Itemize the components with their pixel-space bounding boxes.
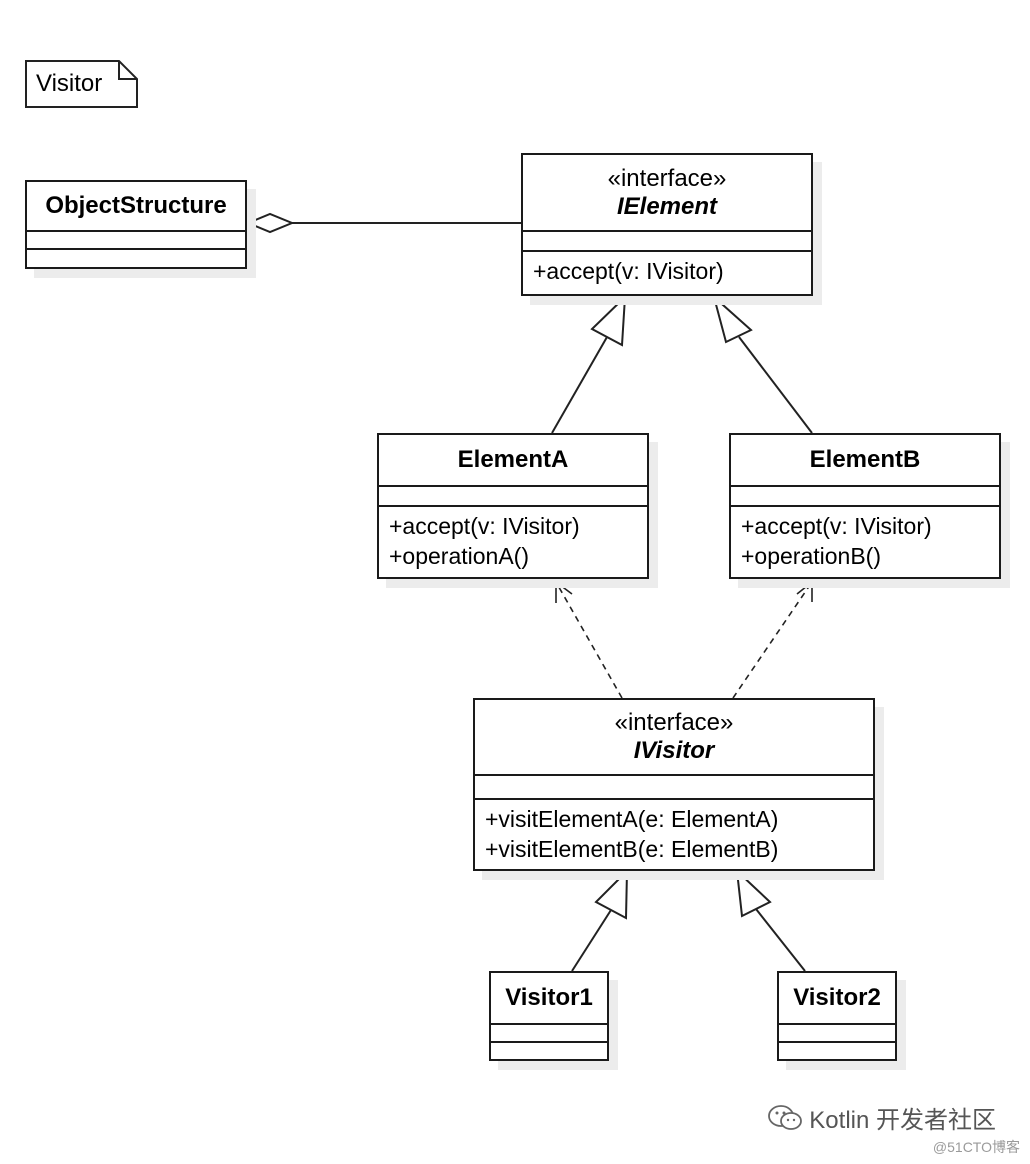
operations-compartment: +accept(v: IVisitor)	[523, 252, 811, 286]
operations-compartment	[27, 250, 245, 267]
class-name: IElement	[616, 192, 718, 220]
watermark-label: Kotlin 开发者社区	[809, 1107, 996, 1134]
class-header: ElementA	[379, 435, 647, 487]
dependency-ivisitor-elementa	[555, 580, 623, 699]
realization-arrowhead	[712, 294, 753, 344]
class-elementb: ElementB +accept(v: IVisitor) +operation…	[729, 433, 1001, 579]
operation: +operationA()	[389, 543, 529, 569]
operation: +accept(v: IVisitor)	[533, 258, 724, 284]
class-header: «interface» IVisitor	[475, 700, 873, 776]
operation: +operationB()	[741, 543, 881, 569]
class-name: IVisitor	[633, 737, 715, 764]
interface-ivisitor: «interface» IVisitor +visitElementA(e: E…	[473, 698, 875, 871]
source-credit: @51CTO博客	[932, 1139, 1020, 1155]
class-name: ElementA	[457, 446, 569, 473]
class-header: Visitor1	[491, 973, 607, 1025]
attributes-compartment	[27, 232, 245, 250]
operations-compartment: +accept(v: IVisitor) +operationB()	[731, 507, 999, 571]
interface-ielement: «interface» IElement +accept(v: IVisitor…	[521, 153, 813, 296]
attributes-compartment	[523, 232, 811, 252]
attributes-compartment	[475, 776, 873, 800]
attributes-compartment	[379, 487, 647, 507]
operation: +accept(v: IVisitor)	[389, 513, 580, 539]
class-header: «interface» IElement	[523, 155, 811, 232]
class-elementa: ElementA +accept(v: IVisitor) +operation…	[377, 433, 649, 579]
aggregation-diamond	[245, 212, 295, 234]
stereotype-label: «interface»	[614, 709, 734, 736]
operation: +visitElementB(e: ElementB)	[485, 836, 779, 862]
operation: +visitElementA(e: ElementA)	[485, 806, 779, 832]
realization-elementa-ielement	[551, 294, 627, 434]
note-fold-icon	[25, 60, 138, 108]
operations-compartment: +visitElementA(e: ElementA) +visitElemen…	[475, 800, 873, 864]
realization-arrowhead	[590, 294, 627, 347]
attributes-compartment	[491, 1025, 607, 1043]
class-name: ObjectStructure	[45, 192, 227, 219]
operations-compartment	[779, 1043, 895, 1059]
attributes-compartment	[779, 1025, 895, 1043]
operations-compartment	[491, 1043, 607, 1059]
realization-visitor1-ivisitor	[571, 868, 629, 972]
attributes-compartment	[731, 487, 999, 507]
class-name: ElementB	[809, 446, 921, 473]
dependency-ivisitor-elementb	[732, 580, 813, 699]
class-header: ObjectStructure	[27, 182, 245, 232]
class-name: Visitor1	[505, 984, 593, 1011]
operation: +accept(v: IVisitor)	[741, 513, 932, 539]
realization-visitor2-ivisitor	[735, 868, 806, 972]
realization-arrowhead	[735, 868, 772, 918]
wechat-icon	[768, 1104, 803, 1130]
class-visitor2: Visitor2	[777, 971, 897, 1061]
realization-elementb-ielement	[712, 294, 813, 434]
watermark: Kotlin 开发者社区	[767, 1100, 996, 1135]
note-label: Visitor	[36, 70, 103, 97]
stereotype-label: «interface»	[607, 164, 727, 192]
diagram-note: Visitor	[25, 60, 138, 108]
aggregation-objectstructure-ielement	[245, 212, 522, 234]
operations-compartment: +accept(v: IVisitor) +operationA()	[379, 507, 647, 571]
realization-arrowhead	[594, 868, 629, 920]
class-visitor1: Visitor1	[489, 971, 609, 1061]
class-name: Visitor2	[793, 984, 881, 1011]
class-objectstructure: ObjectStructure	[25, 180, 247, 269]
class-header: Visitor2	[779, 973, 895, 1025]
class-header: ElementB	[731, 435, 999, 487]
